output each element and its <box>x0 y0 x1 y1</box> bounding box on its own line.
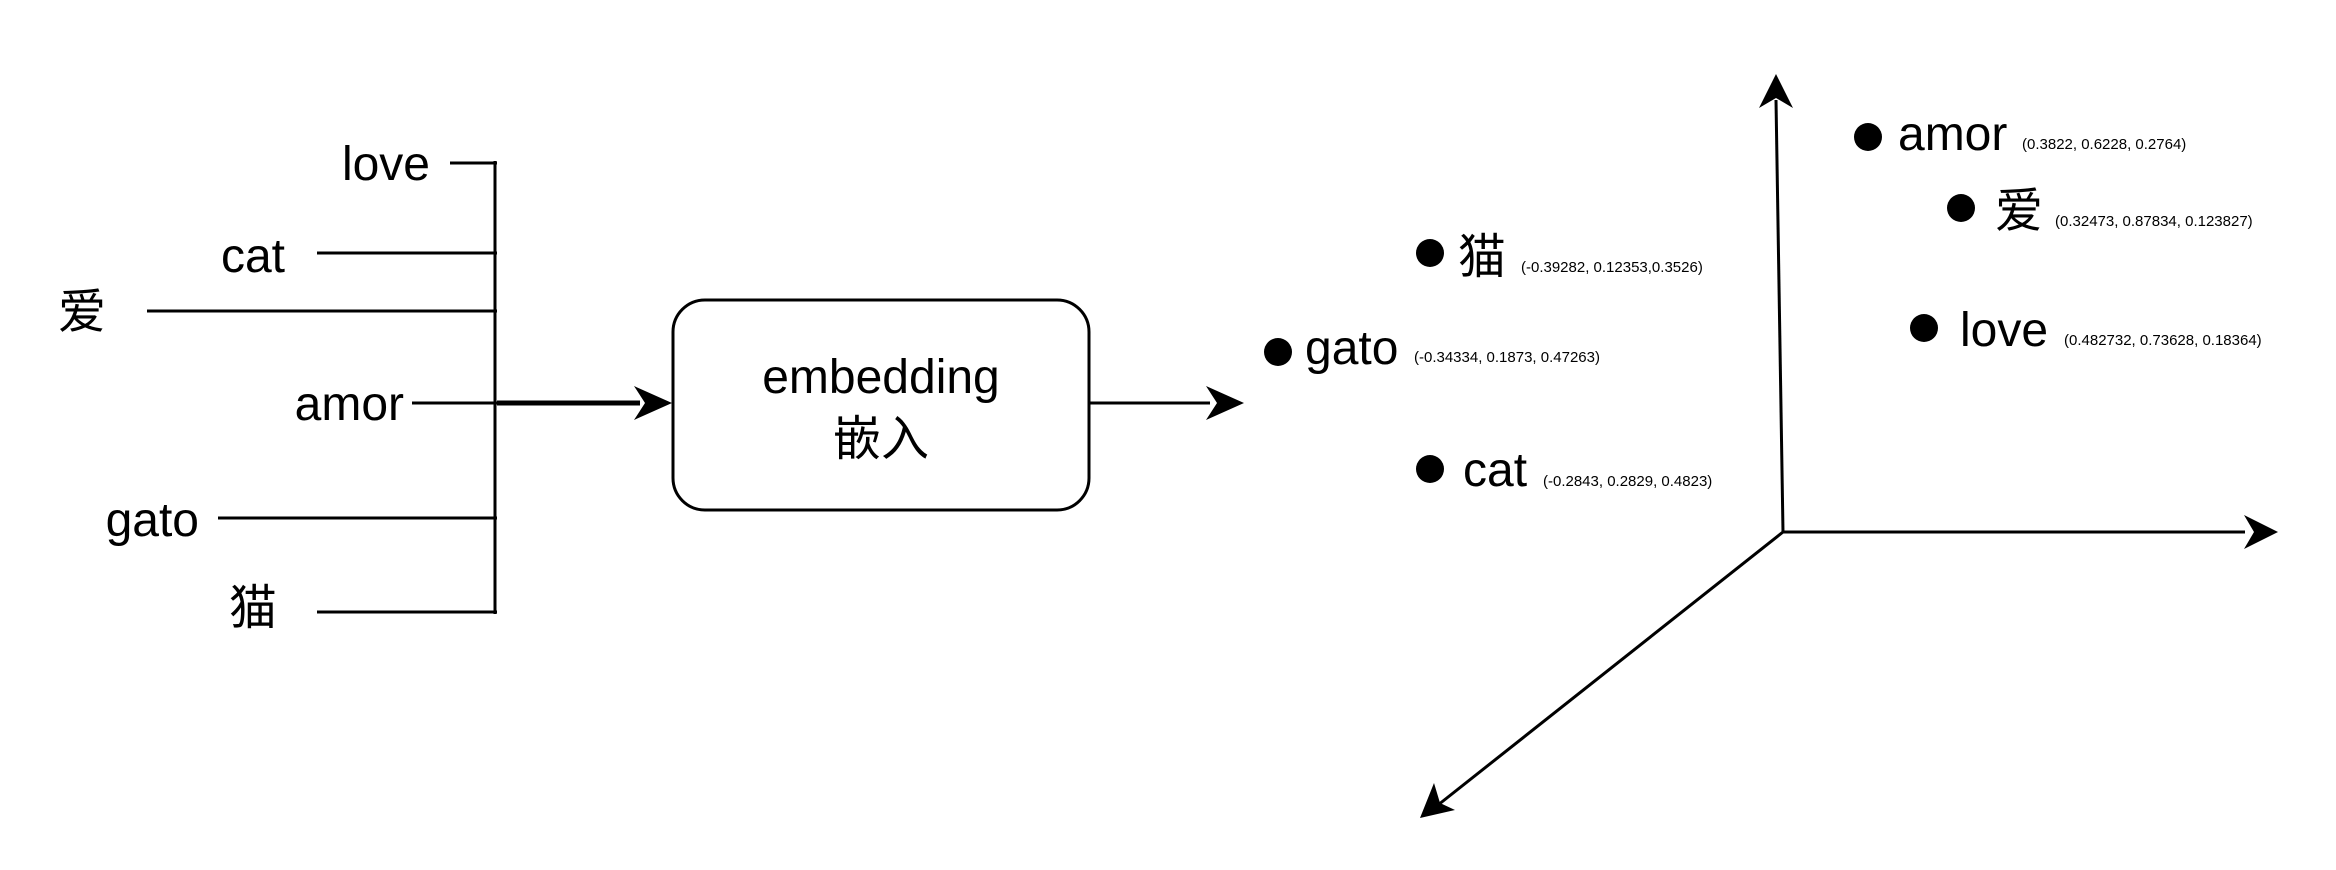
point-marker <box>1416 239 1444 267</box>
point-coordinates: (0.32473, 0.87834, 0.123827) <box>2055 213 2253 230</box>
point-ai: 爱 (0.32473, 0.87834, 0.123827) <box>1947 185 2253 238</box>
embedding-box <box>671 298 1091 512</box>
point-love: love (0.482732, 0.73628, 0.18364) <box>1910 304 2262 357</box>
point-marker <box>1416 455 1444 483</box>
input-arrow-head <box>634 386 672 420</box>
point-amor: amor (0.3822, 0.6228, 0.2764) <box>1854 108 2186 161</box>
point-marker <box>1264 338 1292 366</box>
embedding-box-label-zh: 嵌入 <box>833 413 929 466</box>
input-word-mao: 猫 <box>229 582 277 635</box>
axis-diagonal <box>1437 530 1784 807</box>
input-word-gato: gato <box>106 494 199 547</box>
point-coordinates: (0.3822, 0.6228, 0.2764) <box>2022 136 2186 153</box>
input-connector <box>147 161 497 614</box>
point-cat: cat (-0.2843, 0.2829, 0.4823) <box>1416 444 1712 497</box>
point-marker <box>1910 314 1938 342</box>
point-coordinates: (-0.34334, 0.1873, 0.47263) <box>1414 349 1600 366</box>
point-marker <box>1947 194 1975 222</box>
axis-vertical-arrowhead <box>1759 74 1793 108</box>
point-coordinates: (-0.2843, 0.2829, 0.4823) <box>1543 473 1712 490</box>
axis-diagonal-arrowhead <box>1420 783 1455 818</box>
point-coordinates: (0.482732, 0.73628, 0.18364) <box>2064 332 2262 349</box>
point-coordinates: (-0.39282, 0.12353,0.3526) <box>1521 259 1703 276</box>
output-arrow-head <box>1206 386 1244 420</box>
input-word-amor: amor <box>295 378 404 431</box>
point-gato: gato (-0.34334, 0.1873, 0.47263) <box>1264 322 1600 375</box>
input-word-cat: cat <box>221 230 285 283</box>
point-mao: 猫 (-0.39282, 0.12353,0.3526) <box>1416 231 1703 284</box>
axis-vertical <box>1774 99 1785 533</box>
axis-horizontal-arrowhead <box>2244 515 2278 549</box>
embedding-box-label: embedding <box>762 351 1000 404</box>
point-word: cat <box>1463 444 1527 497</box>
point-word: 猫 <box>1458 231 1506 284</box>
point-word: amor <box>1898 108 2007 161</box>
axes-3d <box>1420 74 2278 818</box>
input-word-love: love <box>342 138 430 191</box>
point-word: gato <box>1305 322 1398 375</box>
point-word: love <box>1960 304 2048 357</box>
point-marker <box>1854 123 1882 151</box>
input-word-ai: 爱 <box>58 286 106 339</box>
point-word: 爱 <box>1995 185 2043 238</box>
